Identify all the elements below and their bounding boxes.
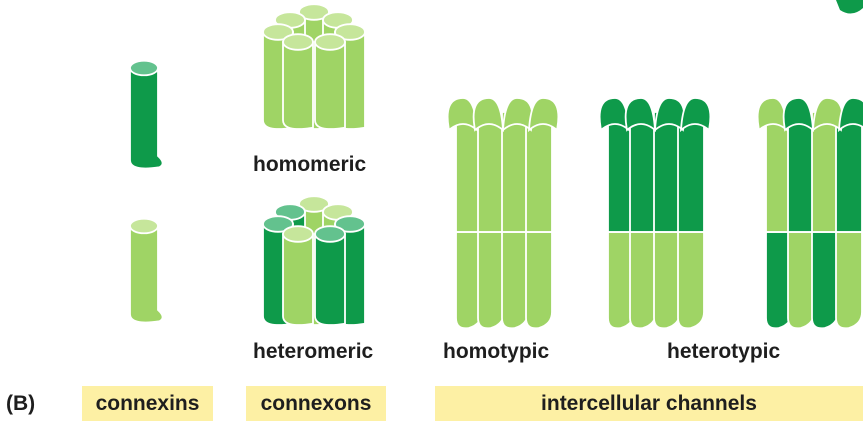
intercellular-channels-band: intercellular channels (435, 386, 863, 421)
homotypic-channel-upper-subunit (502, 112, 528, 232)
connexin-dark-rod (130, 68, 163, 168)
heteromeric-connexon (263, 196, 365, 325)
homotypic-channel-lower-subunit (478, 232, 504, 328)
heterotypic-channel-b-lower-subunit (812, 232, 838, 328)
homomeric-connexon-subunit-cap (315, 34, 345, 50)
connexin-dark (130, 61, 163, 169)
heterotypic-channel-a-lower-subunit (678, 232, 704, 328)
connexin-dark-rod-cap (130, 61, 158, 76)
heterotypic-channel-b-lower-subunit (836, 232, 862, 328)
homomeric-connexon-subunit (283, 42, 313, 129)
heterotypic-channel-b-lower-subunit (788, 232, 814, 328)
homomeric-connexon (263, 4, 365, 129)
corner-arrow-tip-icon (836, 0, 863, 14)
heteromeric-connexon-subunit (283, 234, 313, 325)
heteromeric-connexon-subunit-cap (315, 226, 345, 242)
connexin-light (130, 219, 163, 323)
homomeric-connexon-subunit-cap (283, 34, 313, 50)
heterotypic-channel-b (758, 98, 863, 328)
homotypic-channel (448, 98, 559, 328)
connexons-band: connexons (246, 386, 386, 421)
connexins-band: connexins (82, 386, 213, 421)
heterotypic-channel-a-lower-subunit (654, 232, 680, 328)
homomeric-connexon-subunit (315, 42, 345, 129)
heterotypic-channel-a-upper-subunit (654, 112, 680, 232)
homotypic-channel-upper-subunit (478, 112, 504, 232)
panel-letter: (B) (6, 392, 35, 416)
heterotypic-channel-a-lower-subunit (630, 232, 656, 328)
heterotypic-channel-a (600, 98, 711, 328)
heterotypic-channel-a-upper-subunit (630, 112, 656, 232)
homotypic-channel-lower-subunit (526, 232, 552, 328)
heterotypic-channel-b-upper-subunit (788, 112, 814, 232)
heterotypic-channel-b-upper-subunit (812, 112, 838, 232)
heteromeric-connexon-subunit (315, 234, 345, 325)
connexin-light-rod (130, 226, 163, 322)
heteromeric-label: heteromeric (253, 340, 373, 364)
heteromeric-connexon-subunit-cap (283, 226, 313, 242)
connexin-light-rod-cap (130, 219, 158, 234)
heterotypic-label: heterotypic (667, 340, 780, 364)
homomeric-label: homomeric (253, 153, 366, 177)
homotypic-channel-lower-subunit (502, 232, 528, 328)
homotypic-label: homotypic (443, 340, 549, 364)
